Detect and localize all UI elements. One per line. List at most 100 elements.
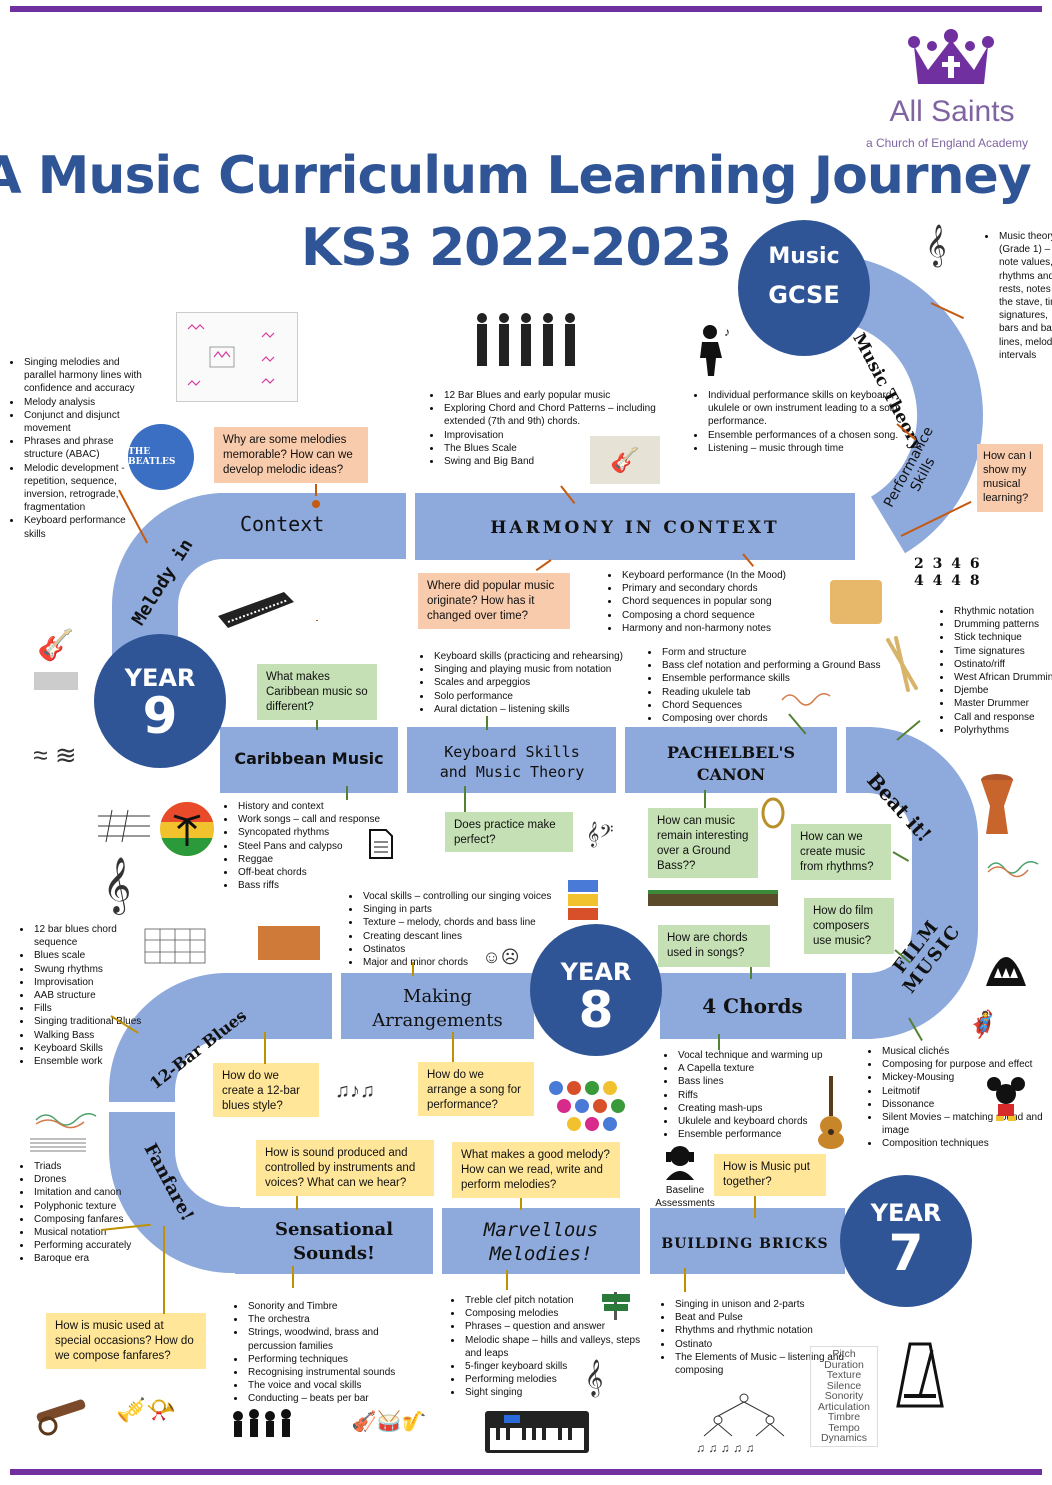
list-item: Ukulele and keyboard chords [676, 1115, 856, 1128]
list-item: Singing in unison and 2-parts [673, 1298, 853, 1311]
logo-tagline: a Church of England Academy [865, 136, 1029, 150]
list-item: 5-finger keyboard skills [463, 1360, 643, 1373]
list-item: Drumming patterns [952, 618, 1052, 631]
list-item: Texture – melody, chords and bass line [361, 916, 571, 929]
list-item: Creating descant lines [361, 930, 571, 943]
treble-clef-icon: 𝄞 [584, 1359, 604, 1395]
list-item: 12 Bar Blues and early popular music [442, 389, 662, 402]
shark-jaws-icon [984, 938, 1028, 990]
question-caribbean: What makes Caribbean music so different? [257, 664, 377, 720]
list-twelve-bar: 12 bar blues chord sequenceBlues scaleSw… [18, 923, 142, 1068]
list-item: Creating mash-ups [676, 1102, 856, 1115]
djembe-icon [978, 772, 1016, 838]
lead-line [264, 1032, 266, 1064]
list-item: Performing accurately [32, 1239, 132, 1252]
unit-four-chords: 4 Chords [702, 994, 803, 1018]
page-title: A Music Curriculum Learning Journey [0, 146, 1032, 206]
list-sensational: Sonority and TimbreThe orchestraStrings,… [232, 1300, 426, 1406]
clefs-icon: 𝄞𝄢 [586, 821, 614, 846]
word-cloud-item: Pitch [832, 1348, 856, 1360]
list-item: Swing and Big Band [442, 455, 662, 468]
unit-marvellous-line2: Melodies! [489, 1243, 593, 1265]
list-item: West African Drumming [952, 671, 1052, 684]
list-fanfare: TriadsDronesImitation and canonPolyphoni… [18, 1160, 132, 1266]
question-film: How do film composers use music? [804, 898, 894, 954]
list-item: Composing a chord sequence [620, 609, 836, 622]
list-item: Performing techniques [246, 1353, 426, 1366]
wave-graph-icon [34, 1108, 100, 1130]
list-item: Musical notation [32, 1226, 132, 1239]
list-item: Singing and playing music from notation [432, 663, 652, 676]
word-cloud-item: Articulation [818, 1400, 870, 1413]
lead-line [750, 967, 752, 979]
orchestra-silhouette-icon [230, 1406, 292, 1440]
ground-strip-icon [648, 890, 778, 906]
list-item: 12 bar blues chord sequence [32, 923, 142, 949]
year8-label: YEAR [560, 958, 632, 986]
list-music-theory: Music theory (Grade 1) – note values, rh… [983, 230, 1052, 362]
time-signatures-top: 2 3 4 6 [914, 556, 982, 572]
list-item: Ensemble performance skills [660, 672, 900, 685]
band-silhouette-icon [470, 310, 580, 370]
list-item: Singing in parts [361, 903, 571, 916]
question-occasions: How is music used at special occasions? … [46, 1313, 206, 1369]
list-item: Melodic development - repetition, sequen… [22, 462, 144, 515]
list-item: Improvisation [442, 429, 662, 442]
lead-line [163, 1226, 165, 1314]
list-item: Phrases – question and answer [463, 1320, 643, 1333]
list-item: Time signatures [952, 645, 1052, 658]
list-gcse-performance: Individual performance skills on keyboar… [692, 389, 902, 455]
list-item: Musical clichés [880, 1045, 1052, 1058]
list-item: Djembe [952, 684, 1052, 697]
crown-cross-icon [908, 29, 994, 84]
word-cloud-item: Dynamics [820, 1432, 868, 1444]
list-item: The Blues Scale [442, 442, 662, 455]
list-item: Bass clef notation and performing a Grou… [660, 659, 900, 672]
list-item: Fills [32, 1002, 142, 1015]
list-pachelbel: Form and structureBass clef notation and… [646, 646, 900, 725]
beatles-badge-icon: THE BEATLES [128, 424, 194, 490]
word-cloud-item: Texture [826, 1369, 862, 1381]
list-item: Solo performance [432, 690, 652, 703]
unit-pachelbel-line1: PACHELBEL'S [667, 743, 795, 762]
year9-label: YEAR [124, 664, 196, 692]
list-item: Steel Pans and calypso [236, 840, 406, 853]
word-cloud-item: Timbre [827, 1411, 861, 1423]
logo-name: All Saints [889, 95, 1015, 128]
list-item: Work songs – call and response [236, 813, 406, 826]
abstract-art-icon [830, 580, 882, 624]
list-item: Ostinato/riff [952, 658, 1052, 671]
unit-arrangements-line2: Arrangements [372, 1010, 503, 1031]
list-item: Melody analysis [22, 396, 144, 409]
list-item: Polyrhythms [952, 724, 1052, 737]
lead-line [718, 1034, 720, 1050]
question-popular-music: Where did popular music originate? How h… [418, 573, 570, 629]
list-item: History and context [236, 800, 406, 813]
list-item: Silent Movies – matching sound and image [880, 1111, 1052, 1137]
list-item: Vocal skills – controlling our singing v… [361, 890, 571, 903]
score-strip-icon [30, 1136, 86, 1154]
gcse-milestone: Music GCSE [738, 220, 870, 356]
list-keyboard: Keyboard skills (practicing and rehearsi… [418, 650, 652, 716]
time-signatures: 2 3 4 6 4 4 4 8 [914, 556, 982, 590]
list-item: AAB structure [32, 989, 142, 1002]
word-cloud-item: Duration [824, 1358, 864, 1371]
list-item: Master Drummer [952, 697, 1052, 710]
question-practice: Does practice make perfect? [445, 812, 573, 852]
unit-caribbean: Caribbean Music [234, 749, 384, 768]
list-item: Mickey-Mousing [880, 1071, 1052, 1084]
question-sound-produced: How is sound produced and controlled by … [256, 1140, 434, 1196]
choir-singers-icon [546, 1072, 632, 1132]
list-item: Strings, woodwind, brass and percussion … [246, 1326, 426, 1352]
rhythm-tree-icon: ♫ ♫ ♫ ♫ ♫ [692, 1392, 796, 1454]
list-item: Call and response [952, 711, 1052, 724]
list-item: Sonority and Timbre [246, 1300, 426, 1313]
list-item: Vocal technique and warming up [676, 1049, 856, 1062]
headphones-person-icon [660, 1142, 700, 1182]
list-item: Bass riffs [236, 879, 406, 892]
year8-milestone: YEAR 8 [530, 924, 662, 1056]
question-ground-bass: How can music remain interesting over a … [648, 808, 758, 878]
gcse-line2: GCSE [768, 281, 840, 309]
year8-number: 8 [578, 981, 614, 1039]
list-item: Off-beat chords [236, 866, 406, 879]
